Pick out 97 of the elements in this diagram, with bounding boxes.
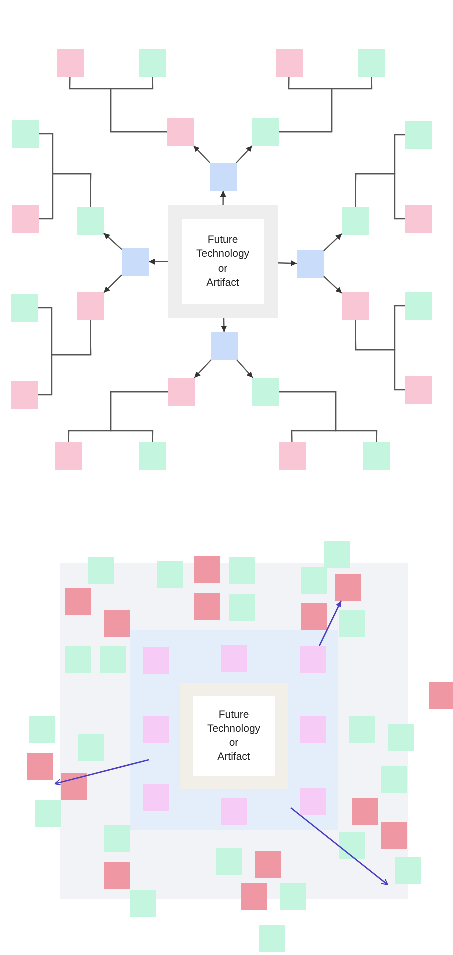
sticky-note bbox=[280, 883, 306, 910]
sticky-note bbox=[35, 800, 61, 827]
arrow bbox=[193, 146, 211, 164]
sticky-note bbox=[363, 442, 390, 470]
arrow bbox=[194, 360, 212, 378]
sticky-note bbox=[143, 784, 169, 811]
sticky-note bbox=[55, 442, 82, 470]
sticky-note bbox=[104, 862, 130, 889]
sticky-note bbox=[339, 610, 365, 637]
sticky-note bbox=[77, 292, 104, 320]
connector-line bbox=[110, 77, 167, 133]
sticky-note bbox=[255, 851, 281, 878]
sticky-note bbox=[211, 332, 238, 360]
sticky-note bbox=[78, 734, 104, 761]
sticky-note bbox=[324, 541, 350, 568]
connector-line bbox=[355, 173, 405, 220]
sticky-note bbox=[335, 574, 361, 601]
arrow bbox=[324, 233, 342, 252]
sticky-note bbox=[216, 848, 242, 875]
connector-line bbox=[279, 391, 378, 442]
arrow bbox=[236, 146, 253, 164]
sticky-note bbox=[297, 250, 324, 278]
sticky-note bbox=[12, 205, 39, 233]
sticky-note bbox=[77, 207, 104, 235]
sticky-note bbox=[65, 588, 91, 615]
sticky-note bbox=[139, 442, 166, 470]
sticky-note bbox=[157, 561, 183, 588]
sticky-note bbox=[143, 647, 169, 674]
arrow bbox=[220, 191, 226, 205]
sticky-note bbox=[429, 682, 453, 709]
sticky-note bbox=[301, 603, 327, 630]
sticky-note bbox=[381, 766, 407, 793]
arrow bbox=[278, 260, 298, 266]
sticky-note bbox=[352, 798, 378, 825]
sticky-note bbox=[405, 292, 432, 320]
sticky-note bbox=[405, 121, 432, 149]
sticky-note bbox=[12, 120, 39, 148]
arrow bbox=[324, 276, 342, 294]
topic-card bbox=[180, 683, 288, 789]
sticky-note bbox=[259, 925, 285, 952]
sticky-note bbox=[139, 49, 166, 77]
topic-card bbox=[168, 205, 278, 318]
sticky-note bbox=[57, 49, 84, 77]
sticky-note bbox=[229, 557, 255, 584]
sticky-note bbox=[167, 118, 194, 146]
sticky-note bbox=[300, 716, 326, 743]
arrow bbox=[236, 360, 254, 378]
sticky-note bbox=[194, 556, 220, 583]
sticky-note bbox=[252, 378, 279, 406]
sticky-note bbox=[300, 646, 326, 673]
sticky-note bbox=[61, 773, 87, 800]
sticky-note bbox=[11, 294, 38, 322]
sticky-note bbox=[301, 567, 327, 594]
connector-line bbox=[110, 391, 168, 442]
sticky-note bbox=[229, 594, 255, 621]
sticky-note bbox=[339, 832, 365, 859]
sticky-note bbox=[279, 442, 306, 470]
arrow bbox=[149, 258, 168, 265]
sticky-note bbox=[221, 798, 247, 825]
sticky-note bbox=[104, 825, 130, 852]
sticky-note bbox=[210, 163, 237, 191]
connector-line bbox=[38, 320, 92, 396]
sticky-note bbox=[130, 890, 156, 917]
sticky-note bbox=[122, 248, 149, 276]
sticky-note bbox=[388, 724, 414, 751]
sticky-note bbox=[88, 557, 114, 584]
connector-line bbox=[355, 320, 405, 391]
sticky-note bbox=[349, 716, 375, 743]
connector-line bbox=[39, 173, 92, 220]
sticky-note bbox=[358, 49, 385, 77]
sticky-note bbox=[27, 753, 53, 780]
sticky-note bbox=[395, 857, 421, 884]
sticky-note bbox=[104, 610, 130, 637]
sticky-note bbox=[342, 292, 369, 320]
sticky-note bbox=[65, 646, 91, 673]
connector-line bbox=[279, 77, 373, 133]
sticky-note bbox=[11, 381, 38, 409]
sticky-note bbox=[221, 645, 247, 672]
arrow bbox=[221, 318, 228, 332]
topic-label: Future Technology or Artifact bbox=[206, 708, 262, 764]
arrow bbox=[318, 600, 342, 646]
arrow bbox=[104, 274, 122, 294]
sticky-note bbox=[194, 593, 220, 620]
sticky-note bbox=[381, 822, 407, 849]
sticky-note bbox=[29, 716, 55, 743]
topic-label: Future Technology or Artifact bbox=[195, 233, 251, 290]
sticky-note bbox=[143, 716, 169, 743]
sticky-note bbox=[300, 788, 326, 815]
sticky-note bbox=[276, 49, 303, 77]
sticky-note bbox=[342, 207, 369, 235]
sticky-note bbox=[252, 118, 279, 146]
sticky-note bbox=[405, 376, 432, 404]
sticky-note bbox=[168, 378, 195, 406]
arrow bbox=[104, 232, 122, 250]
sticky-note bbox=[100, 646, 126, 673]
sticky-note bbox=[241, 883, 267, 910]
sticky-note bbox=[405, 205, 432, 233]
